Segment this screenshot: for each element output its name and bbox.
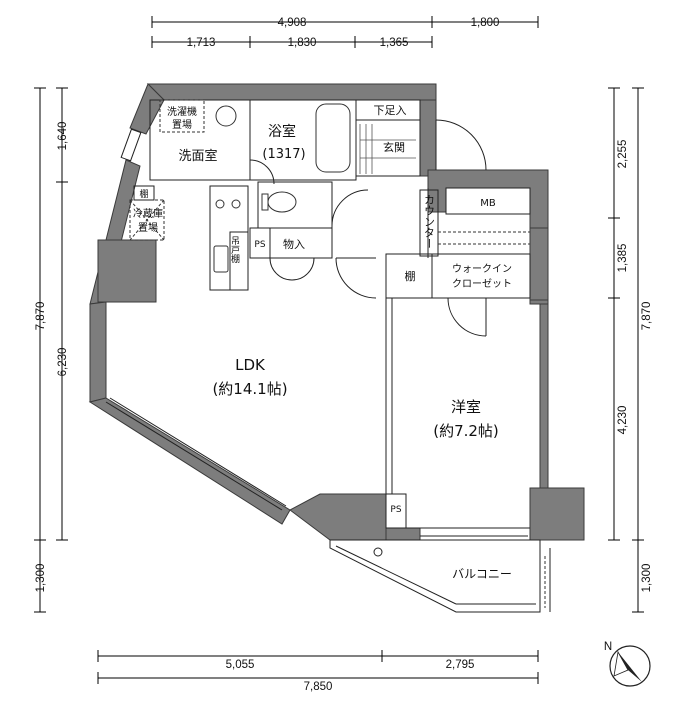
western-room-name: 洋室 — [451, 398, 481, 416]
ldk-name: LDK — [235, 356, 266, 374]
walkin-label-1: ウォークイン — [452, 263, 512, 275]
walkin-label-2: クローゼット — [452, 278, 512, 290]
compass-north-label: N — [604, 641, 612, 653]
storage-label: 物入 — [283, 237, 305, 251]
dim-left-total: 7,870 — [35, 302, 47, 331]
fridge-label-1: 冷蔵庫 — [133, 207, 163, 220]
shelf-label-1: 棚 — [139, 188, 148, 200]
hanging-cabinet-label: 吊戸棚 — [229, 236, 240, 264]
walls — [88, 83, 585, 541]
bath-name: 浴室 — [268, 123, 296, 140]
entrance-label: 玄関 — [383, 140, 405, 154]
fixtures — [120, 103, 351, 273]
dim-left-upper: 1,640 — [57, 122, 69, 151]
washer-label-2: 置場 — [172, 118, 192, 131]
ldk-size: (約14.1帖) — [212, 380, 287, 398]
bath-size: (1317) — [262, 147, 305, 162]
kitchen-sink-icon — [213, 245, 229, 273]
stove-burner-icon — [215, 199, 225, 209]
ps-label-1: PS — [254, 240, 265, 250]
dim-top-balcony: 1,800 — [471, 17, 500, 29]
dim-top-seg-1: 1,713 — [187, 37, 216, 49]
right-dimensions: 2,255 1,385 4,230 7,870 1,300 — [608, 87, 653, 613]
dim-right-lower: 4,230 — [617, 406, 629, 435]
dim-top-total: 4,908 — [278, 17, 307, 29]
partitions — [129, 99, 531, 529]
dim-top-seg-2: 1,830 — [288, 37, 317, 49]
ps-label-2: PS — [390, 505, 401, 515]
dim-left-main: 6,230 — [57, 348, 69, 377]
left-dimensions: 7,870 1,300 1,640 6,230 — [34, 87, 69, 613]
washroom-label: 洗面室 — [178, 148, 217, 164]
compass-needle-icon — [618, 652, 642, 682]
western-room-size: (約7.2帖) — [433, 422, 499, 440]
balcony: バルコニー — [329, 539, 551, 613]
mb-label: MB — [480, 198, 496, 209]
bottom-dimensions: 5,055 2,795 7,850 — [97, 650, 539, 693]
fridge-label-2: 置場 — [138, 221, 158, 234]
dim-right-mid: 1,385 — [617, 244, 629, 273]
toilet-icon — [267, 191, 297, 213]
bathtub-icon — [315, 103, 351, 173]
washer-label-1: 洗濯機 — [167, 105, 197, 118]
balcony-label: バルコニー — [452, 567, 512, 581]
wash-basin-icon — [215, 105, 237, 127]
dim-right-upper: 2,255 — [617, 140, 629, 169]
dim-right-bottom: 1,300 — [641, 564, 653, 593]
compass: N — [604, 641, 651, 687]
counter-label: カウンター — [423, 194, 436, 249]
dim-bottom-right: 2,795 — [446, 659, 475, 671]
dim-top-seg-3: 1,365 — [380, 37, 409, 49]
shoe-rack-label: 下足入 — [374, 104, 407, 117]
doors — [105, 119, 528, 541]
dim-left-lower: 1,300 — [35, 564, 47, 593]
dim-right-total: 7,870 — [641, 302, 653, 331]
room-labels: LDK (約14.1帖) 洋室 (約7.2帖) 浴室 (1317) 洗面室 洗濯… — [133, 104, 512, 515]
dim-bottom-total: 7,850 — [304, 681, 333, 693]
top-dimensions: 4,908 1,800 1,713 1,830 1,365 — [151, 16, 539, 49]
shelf-label-2: 棚 — [405, 269, 416, 283]
dim-bottom-left: 5,055 — [226, 659, 255, 671]
